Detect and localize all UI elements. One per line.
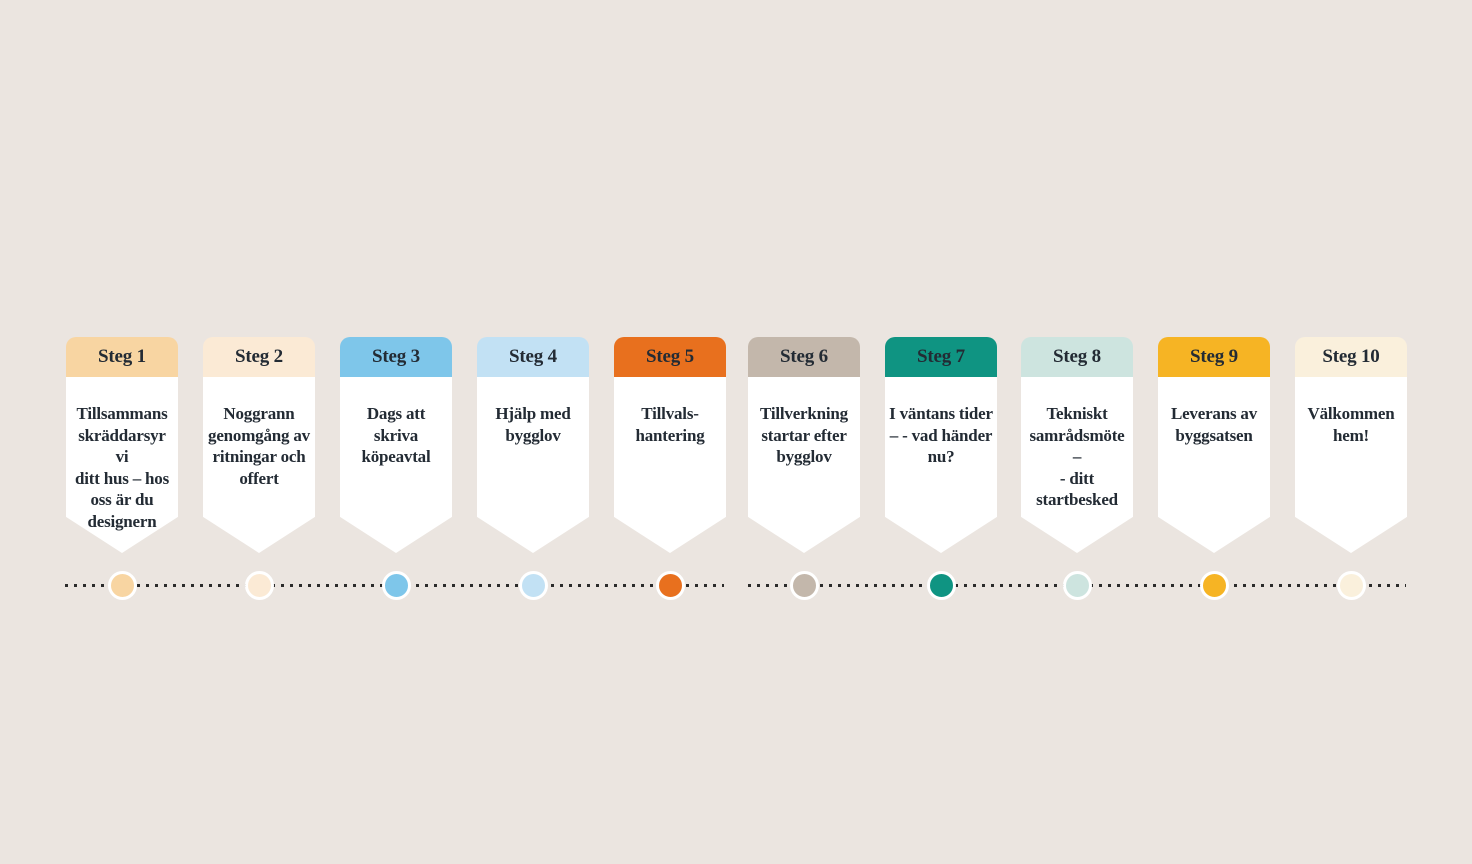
- step-card-6: Steg 6 Tillverkning startar efter bygglo…: [748, 337, 860, 553]
- timeline-marker-10: [1337, 571, 1366, 600]
- timeline-marker-6: [790, 571, 819, 600]
- step-card-2: Steg 2 Noggrann genomgång av ritningar o…: [203, 337, 315, 553]
- timeline-marker-4: [519, 571, 548, 600]
- timeline-marker-1: [108, 571, 137, 600]
- step-description-7: I väntans tider – - vad händer nu?: [889, 404, 993, 466]
- step-description-10: Välkommen hem!: [1307, 404, 1395, 445]
- step-description-2: Noggrann genomgång av ritningar och offe…: [208, 404, 310, 488]
- step-description-4: Hjälp med bygglov: [495, 404, 571, 445]
- step-header-5: Steg 5: [614, 337, 726, 377]
- timeline-marker-8: [1063, 571, 1092, 600]
- step-body-3: Dags att skriva köpeavtal: [340, 377, 452, 553]
- step-header-6: Steg 6: [748, 337, 860, 377]
- step-header-9: Steg 9: [1158, 337, 1270, 377]
- step-card-10: Steg 10 Välkommen hem!: [1295, 337, 1407, 553]
- timeline-marker-2: [245, 571, 274, 600]
- step-header-10: Steg 10: [1295, 337, 1407, 377]
- timeline-marker-5: [656, 571, 685, 600]
- step-header-4: Steg 4: [477, 337, 589, 377]
- step-card-1: Steg 1 Tillsammans skräddarsyr vi ditt h…: [66, 337, 178, 553]
- step-body-6: Tillverkning startar efter bygglov: [748, 377, 860, 553]
- step-header-3: Steg 3: [340, 337, 452, 377]
- step-body-4: Hjälp med bygglov: [477, 377, 589, 553]
- step-body-1: Tillsammans skräddarsyr vi ditt hus – ho…: [66, 377, 178, 553]
- step-card-9: Steg 9 Leverans av byggsatsen: [1158, 337, 1270, 553]
- step-header-8: Steg 8: [1021, 337, 1133, 377]
- step-description-3: Dags att skriva köpeavtal: [361, 404, 431, 466]
- step-header-7: Steg 7: [885, 337, 997, 377]
- step-body-5: Tillvals- hantering: [614, 377, 726, 553]
- timeline-marker-3: [382, 571, 411, 600]
- step-card-4: Steg 4 Hjälp med bygglov: [477, 337, 589, 553]
- timeline-marker-7: [927, 571, 956, 600]
- step-description-6: Tillverkning startar efter bygglov: [760, 404, 848, 466]
- step-description-5: Tillvals- hantering: [635, 404, 705, 445]
- step-body-2: Noggrann genomgång av ritningar och offe…: [203, 377, 315, 553]
- step-body-7: I väntans tider – - vad händer nu?: [885, 377, 997, 553]
- step-description-1: Tillsammans skräddarsyr vi ditt hus – ho…: [74, 404, 170, 531]
- step-card-7: Steg 7 I väntans tider – - vad händer nu…: [885, 337, 997, 553]
- timeline-marker-9: [1200, 571, 1229, 600]
- step-card-8: Steg 8 Tekniskt samrådsmöte – - ditt sta…: [1021, 337, 1133, 553]
- step-description-8: Tekniskt samrådsmöte – - ditt startbeske…: [1029, 404, 1125, 509]
- step-body-9: Leverans av byggsatsen: [1158, 377, 1270, 553]
- step-header-2: Steg 2: [203, 337, 315, 377]
- step-body-8: Tekniskt samrådsmöte – - ditt startbeske…: [1021, 377, 1133, 553]
- step-body-10: Välkommen hem!: [1295, 377, 1407, 553]
- step-card-3: Steg 3 Dags att skriva köpeavtal: [340, 337, 452, 553]
- step-header-1: Steg 1: [66, 337, 178, 377]
- step-card-5: Steg 5 Tillvals- hantering: [614, 337, 726, 553]
- step-description-9: Leverans av byggsatsen: [1170, 404, 1258, 445]
